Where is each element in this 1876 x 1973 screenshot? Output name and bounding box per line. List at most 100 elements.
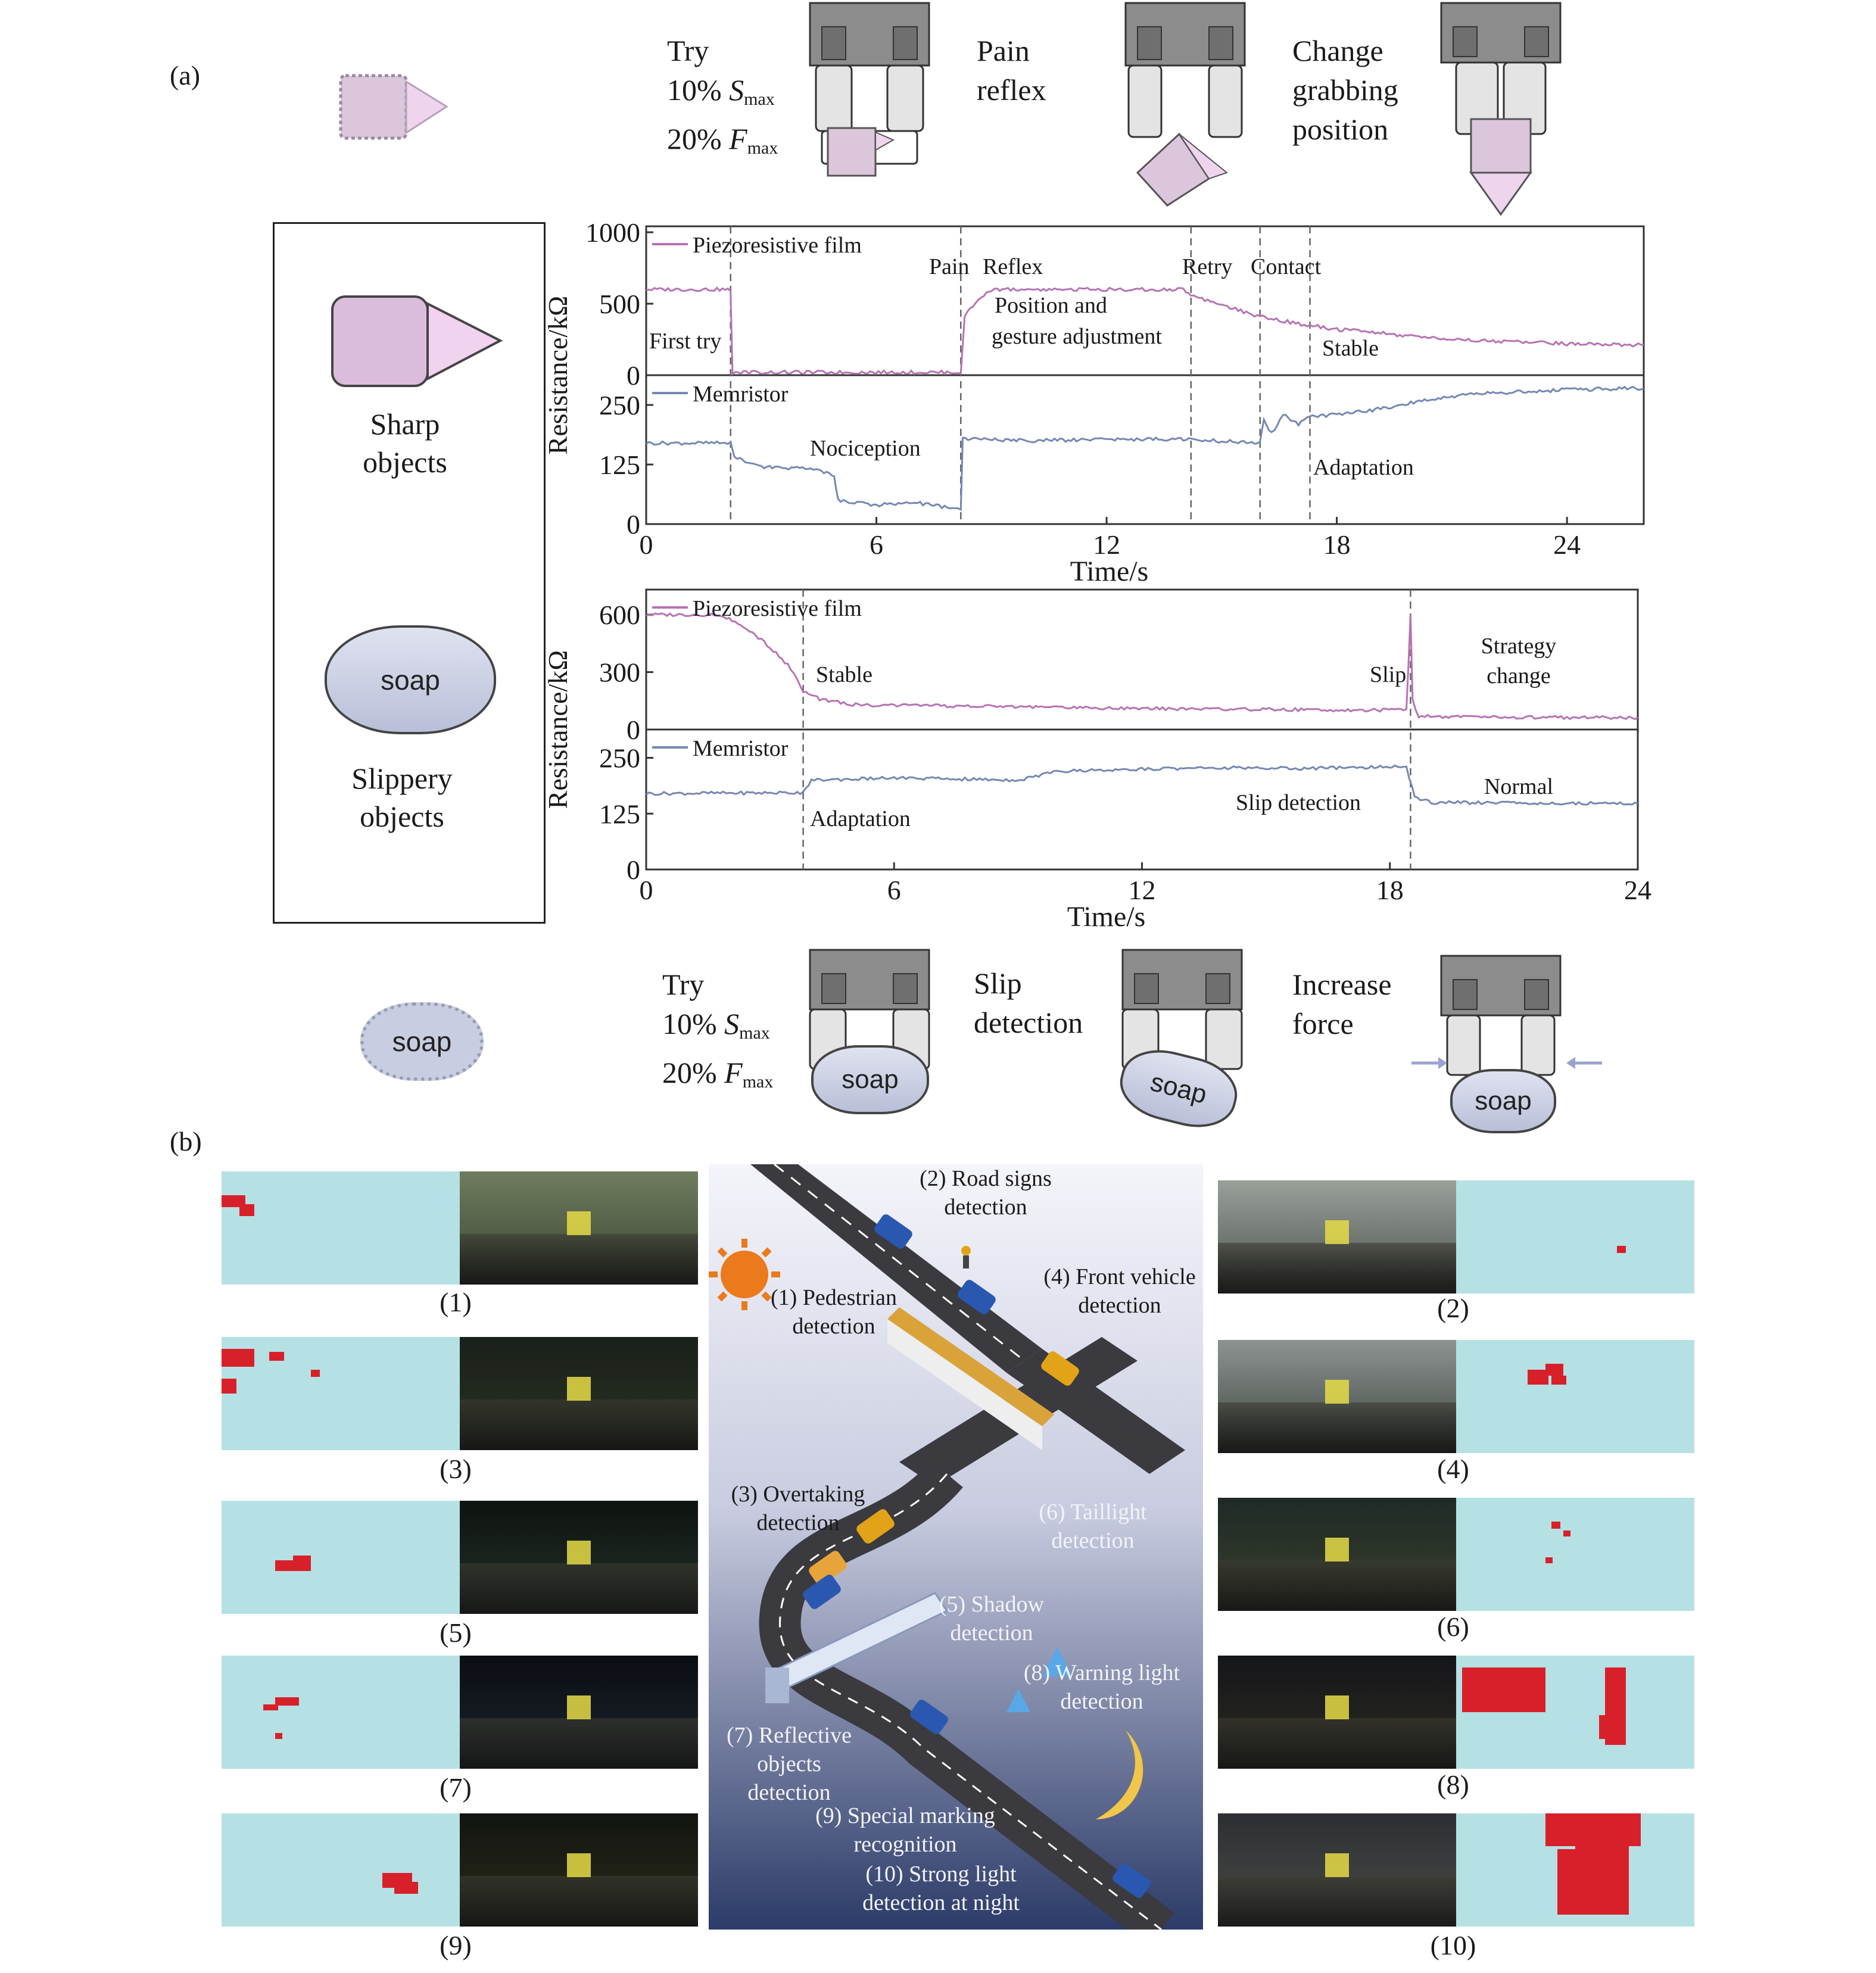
heatmap-panel (222, 1171, 460, 1285)
y-tick-label: 0 (627, 855, 640, 885)
increase-force-text: Increase force (1292, 965, 1392, 1043)
y-axis-label: Resistance/kΩ (543, 296, 573, 455)
y-tick-label: 500 (599, 289, 640, 319)
heatmap-panel (1456, 1498, 1694, 1611)
heatmap-mark (1545, 1364, 1563, 1376)
heatmap-panel (1456, 1180, 1694, 1293)
slippery-label-line1: Slippery (351, 762, 453, 795)
x-tick-label: 18 (1323, 529, 1351, 560)
thumbnail-caption: (2) (1437, 1293, 1469, 1323)
heatmap-mark (1617, 1246, 1626, 1253)
heatmap-mark (275, 1560, 311, 1571)
detection-thumbnail (1218, 1340, 1694, 1453)
gripper-reflex-icon (1124, 2, 1246, 207)
legend-label: Piezoresistive film (693, 596, 862, 621)
slippery-label-line2: objects (360, 800, 444, 833)
detection-thumbnail (1218, 1180, 1694, 1293)
camera-frame (460, 1501, 698, 1614)
soap-in-gripper-try: soap (811, 1045, 929, 1114)
annotation-label: Slip detection (1236, 790, 1361, 815)
annotation-label: Adaptation (1313, 455, 1414, 480)
detection-highlight (567, 1853, 591, 1877)
x-tick-label: 6 (870, 529, 883, 560)
y-tick-label: 125 (599, 450, 640, 480)
pain-reflex-text: Pain reflex (977, 31, 1046, 110)
sharp-object-rough-icon (339, 74, 448, 140)
x-axis-label: Time/s (1067, 901, 1146, 933)
heatmap-panel (222, 1501, 460, 1614)
heatmap-mark (293, 1556, 311, 1563)
detection-thumbnail (222, 1656, 698, 1769)
heatmap-mark (263, 1704, 278, 1710)
heatmap-panel (222, 1337, 460, 1450)
annotation-label: Contact (1251, 254, 1322, 279)
gripper-try-icon (809, 2, 930, 177)
heatmap-mark (222, 1349, 254, 1367)
heatmap-mark (222, 1379, 236, 1394)
heatmap-mark (269, 1352, 284, 1361)
heatmap-mark (1462, 1667, 1545, 1712)
annotation-label: Nociception (810, 436, 921, 461)
slippery-objects-label: Slippery objects (325, 759, 479, 836)
thumbnail-caption: (9) (440, 1930, 472, 1960)
legend-label: Memristor (693, 382, 789, 407)
annotation-label: Position and (995, 293, 1107, 318)
x-tick-label: 24 (1624, 875, 1651, 905)
slip-line1: Slip (974, 967, 1022, 1000)
gripper-increase-force-icon (1411, 955, 1602, 1076)
camera-frame (460, 1656, 698, 1769)
annotation-label: Stable (1322, 336, 1379, 361)
heatmap-mark (275, 1697, 299, 1706)
pain-reflex-line2: reflex (977, 73, 1046, 107)
heatmap-panel (1456, 1340, 1694, 1453)
panel-a-label: (a) (170, 60, 201, 91)
annotation-label: First try (649, 329, 721, 354)
y-tick-label: 300 (599, 657, 640, 688)
y-tick-label: 250 (599, 743, 640, 774)
thumbnail-caption: (8) (1437, 1769, 1469, 1800)
thumbnail-caption: (1) (440, 1287, 472, 1317)
y-tick-label: 0 (627, 360, 640, 391)
sharp-try-line3: 20% Fmax (667, 122, 778, 158)
slip-line2: detection (974, 1006, 1083, 1039)
sharp-object-icon (331, 295, 503, 387)
x-tick-label: 0 (640, 529, 653, 560)
increase-line2: force (1292, 1007, 1354, 1040)
annotation-label: Normal (1484, 774, 1553, 799)
annotation-label: change (1487, 663, 1551, 688)
change-position-text: Change grabbing position (1292, 31, 1398, 149)
piezo-series-line (646, 612, 1638, 721)
heatmap-panel (222, 1656, 460, 1769)
thumbnail-caption: (6) (1437, 1612, 1469, 1642)
detection-highlight (1325, 1379, 1349, 1404)
change-line1: Change (1292, 34, 1383, 67)
soap-rough-icon: soap (360, 1002, 484, 1081)
thumbnail-caption: (4) (1437, 1454, 1469, 1484)
x-tick-label: 18 (1376, 875, 1404, 905)
thumbnail-caption: (3) (440, 1454, 472, 1484)
y-tick-label: 600 (599, 600, 640, 630)
sharp-try-text: Try 10% Smax 20% Fmax (667, 31, 778, 168)
thumbnail-caption: (10) (1430, 1930, 1476, 1960)
detection-highlight (1325, 1220, 1349, 1244)
camera-frame (460, 1171, 698, 1285)
y-tick-label: 0 (627, 715, 640, 745)
camera-frame (460, 1337, 698, 1450)
sharp-label-line1: Sharp (370, 407, 440, 441)
x-tick-label: 12 (1129, 875, 1156, 905)
camera-frame (1218, 1340, 1456, 1453)
heatmap-mark (1545, 1557, 1553, 1563)
detection-thumbnail (222, 1813, 698, 1927)
panel-b-label: (b) (170, 1126, 202, 1157)
annotation-label: Retry (1182, 254, 1232, 279)
detection-highlight (567, 1211, 591, 1235)
piezo-series-line (646, 286, 1644, 376)
